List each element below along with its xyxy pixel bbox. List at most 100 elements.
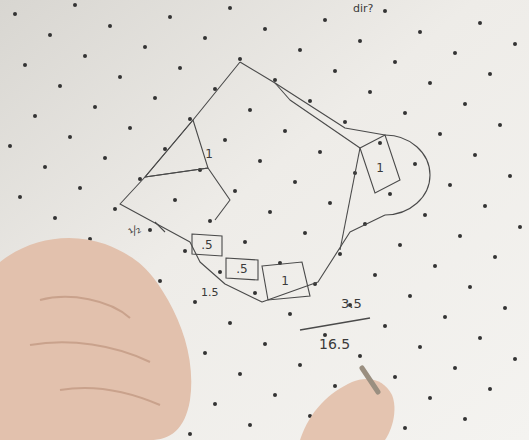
grid-dot [343,120,347,124]
grid-dot [403,426,407,430]
grid-dot [68,135,72,139]
grid-dot [498,123,502,127]
grid-dot [378,141,382,145]
grid-dot [93,420,97,424]
grid-dot [203,36,207,40]
grid-dot [23,63,27,67]
grid-dot [298,363,302,367]
grid-dot [373,273,377,277]
grid-dot [23,378,27,382]
grid-dot [163,147,167,151]
grid-dot [333,384,337,388]
grid-dot [283,129,287,133]
finger-creases [30,297,160,405]
grid-dot [228,6,232,10]
handwritten-note: 3.5 [340,296,363,311]
grid-dot [273,78,277,82]
area-number: 1 [360,148,400,188]
grid-dot [43,165,47,169]
grid-dot [263,27,267,31]
grid-dot [58,84,62,88]
grid-dot [18,195,22,199]
grid-dot [433,264,437,268]
figure-edge [190,215,385,302]
grid-dot [83,54,87,58]
grid-dot [228,321,232,325]
figure-edge [240,62,385,135]
grid-dot [458,234,462,238]
grid-dot [133,309,137,313]
grid-dot [273,393,277,397]
grid-dot [428,81,432,85]
grid-dot [108,339,112,343]
grid-dot [188,117,192,121]
grid-dot [98,288,102,292]
grid-dot [333,69,337,73]
pencil-outline [226,258,258,280]
grid-dot [158,279,162,283]
grid-dot [303,231,307,235]
grid-dot [8,144,12,148]
measured-shape: .5 [192,234,222,256]
grid-dot [118,390,122,394]
grid-dot [203,351,207,355]
grid-dot [33,429,37,433]
grid-dot [143,360,147,364]
grid-dot [73,3,77,7]
grid-dot [78,186,82,190]
fraction-bar [300,318,370,330]
grid-dot [153,96,157,100]
grid-dot [248,423,252,427]
handwritten-note: 16.5 [318,336,351,352]
figure-edge [275,83,360,148]
grid-dot [368,405,372,409]
pencil-outline [262,262,310,300]
grid-dot [178,381,182,385]
grid-dot [328,201,332,205]
grid-dot [63,267,67,271]
grid-dot [403,111,407,115]
grid-dot [308,99,312,103]
grid-dot [438,132,442,136]
figure-edge [120,62,240,242]
grid-dot [308,414,312,418]
area-number: 1 [262,262,308,300]
grid-dot [108,24,112,28]
grid-dot [38,297,42,301]
grid-dot [473,153,477,157]
grid-dot [243,240,247,244]
pencil-outline [360,135,400,193]
area-number: 1 [184,128,234,180]
measured-shape: .5 [226,258,258,280]
grid-dot [453,51,457,55]
grid-dot [233,189,237,193]
dot-grid [3,3,522,436]
grid-dot [393,375,397,379]
grid-dot [263,342,267,346]
grid-dot [398,243,402,247]
grid-dot [33,114,37,118]
grid-dot [493,255,497,259]
grid-dot [103,156,107,160]
grid-dot [268,210,272,214]
grid-dot [223,138,227,142]
grid-dot [53,216,57,220]
grid-dot [428,396,432,400]
grid-dot [388,192,392,196]
grid-dot [173,198,177,202]
grid-dot [113,207,117,211]
grid-dot [83,369,87,373]
handwritten-note: 1.5 [200,286,220,299]
grid-dot [73,318,77,322]
area-number: .5 [226,258,258,280]
grid-dot [478,336,482,340]
grid-dot [368,90,372,94]
grid-dot [358,354,362,358]
grid-dot [248,108,252,112]
grid-dot [463,102,467,106]
grid-dot [423,213,427,217]
grid-dot [358,39,362,43]
